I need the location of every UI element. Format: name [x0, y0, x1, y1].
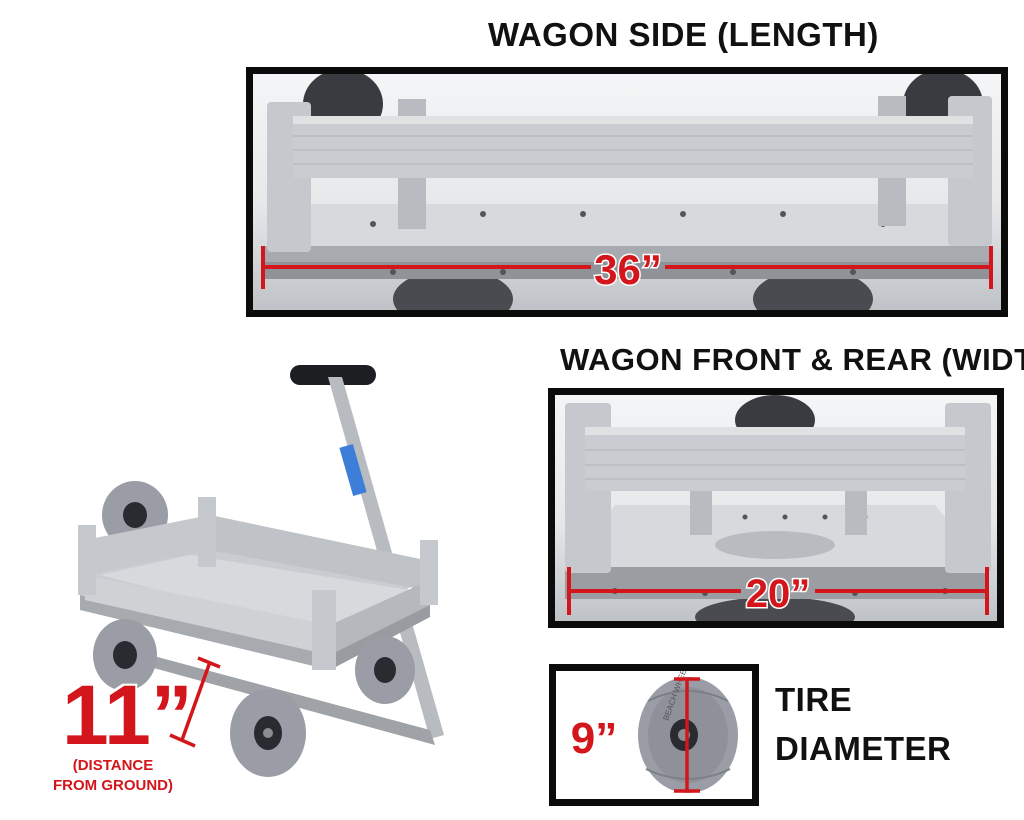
wagon-side-illustration: 36” [261, 74, 993, 310]
handle-grip [290, 365, 376, 385]
wagon-illustration [78, 365, 444, 777]
tire-label-line2: DIAMETER [775, 730, 952, 767]
clearance-note-line1: (DISTANCE [72, 757, 154, 774]
width-measurement: 20” [746, 572, 811, 616]
length-measurement: 36” [594, 246, 662, 293]
clearance-note-line2: FROM GROUND) [53, 777, 173, 794]
side-length-panel: 36” [246, 67, 1008, 317]
side-panel-title: WAGON SIDE (LENGTH) [488, 16, 879, 53]
tire-dimension-line [674, 677, 700, 793]
tire-label-line1: TIRE [775, 681, 853, 718]
clearance-dimension-line [169, 656, 221, 748]
tire-illustration: BEACH WHEEL 9” [569, 671, 738, 793]
clearance-measurement: 11” [62, 668, 193, 762]
front-width-panel: 20” [548, 388, 1004, 628]
wagon-front-illustration: 20” [565, 395, 991, 621]
tire-measurement: 9” [571, 714, 617, 763]
length-dimension-line [261, 246, 993, 289]
width-dimension-line [567, 567, 989, 615]
front-panel-title: WAGON FRONT & REAR (WIDTH) [560, 342, 1024, 377]
tire-diameter-panel: BEACH WHEEL 9” [549, 664, 759, 806]
